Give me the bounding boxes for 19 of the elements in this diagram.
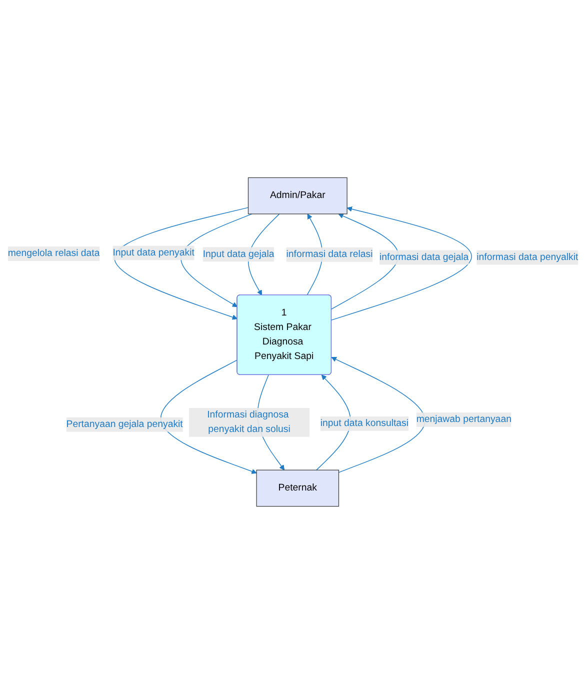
- edge-label: Input data gejala: [202, 248, 274, 260]
- arrow: [331, 213, 399, 310]
- node-box: Admin/Pakar: [248, 177, 348, 214]
- node-box: Peternak: [256, 470, 340, 507]
- arrow: [114, 207, 249, 320]
- arrow: [316, 374, 351, 470]
- arrow: [160, 360, 257, 474]
- arrow: [331, 356, 426, 473]
- edge-label: menjawab pertanyaan: [416, 414, 512, 425]
- arrow: [331, 206, 472, 320]
- arrow: [180, 214, 252, 308]
- edge-label: Input data penyakit: [112, 248, 194, 258]
- edge-label: Informasi diagnosa penyakit dan solusi: [207, 410, 290, 434]
- edge-label: Pertanyaan gejala penyakit: [66, 419, 183, 430]
- edge-label: informasi data relasi: [286, 249, 373, 260]
- edge-label: input data konsultasi: [320, 418, 409, 429]
- edge-label: informasi data gejala: [379, 252, 469, 262]
- edge-label: informasi data penyalkit: [476, 252, 578, 262]
- edge-label: mengelola relasi data: [8, 248, 100, 259]
